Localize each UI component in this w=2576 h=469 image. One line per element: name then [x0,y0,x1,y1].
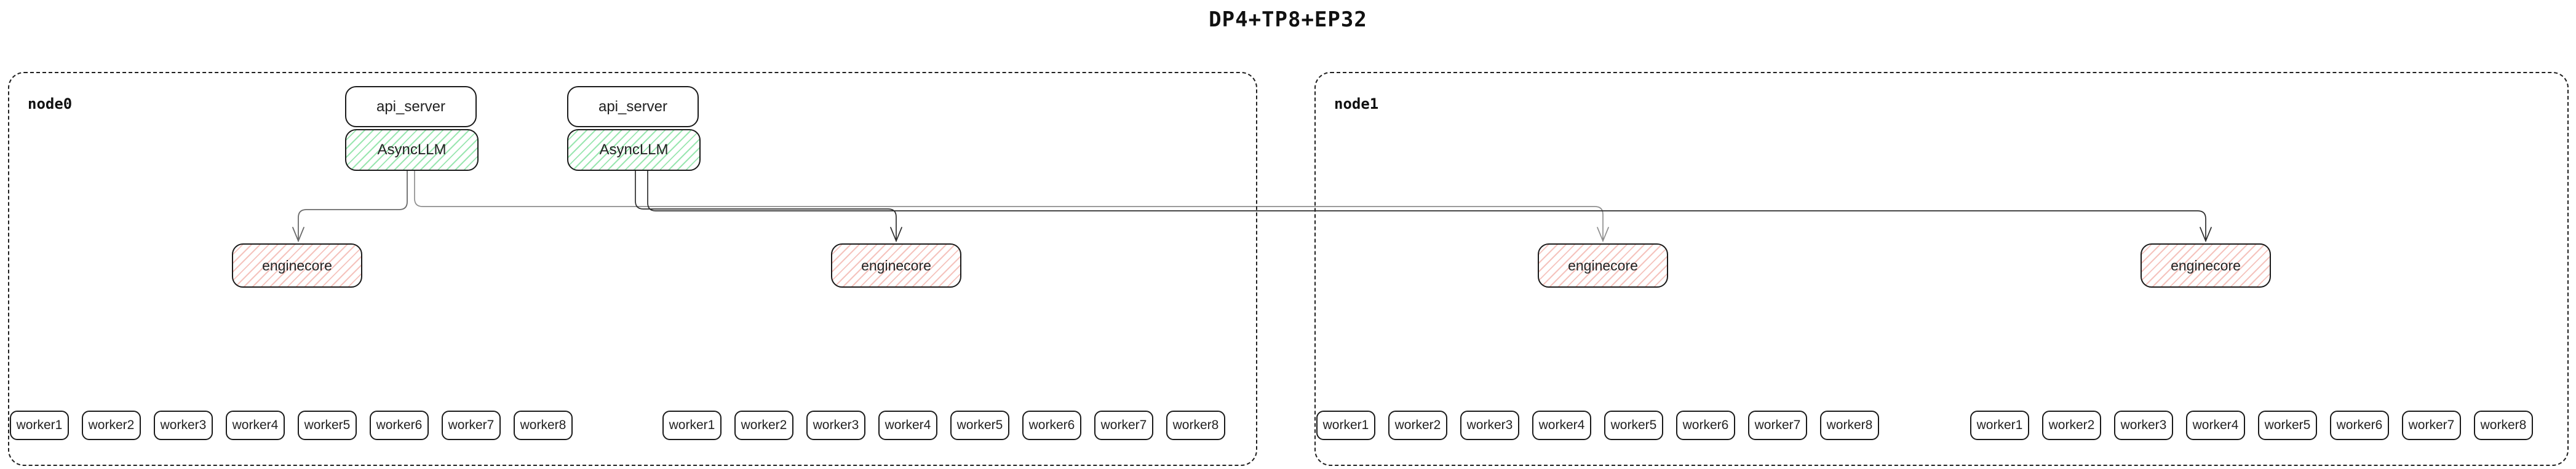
enginecore-box-3: enginecore [1538,243,1668,288]
worker-box: worker5 [1604,411,1663,440]
worker-box: worker2 [82,411,141,440]
node0-label: node0 [28,95,73,112]
worker-box: worker3 [2114,411,2173,440]
enginecore-box-2: enginecore [831,243,961,288]
worker-group-node0-b: worker1 worker2 worker3 worker4 worker5 worke… [662,411,1225,440]
edge-asyncllm2-enginecore2 [635,170,902,243]
worker-box: worker7 [1748,411,1807,440]
worker-box: worker5 [950,411,1009,440]
worker-box: worker8 [2474,411,2533,440]
node1-container: node1 [1314,72,2569,466]
worker-box: worker8 [1166,411,1225,440]
api-server-box-2: api_server [567,86,699,127]
worker-box: worker8 [1820,411,1879,440]
worker-box: worker4 [878,411,937,440]
worker-box: worker1 [662,411,722,440]
asyncllm-box-1: AsyncLLM [345,129,479,171]
edge-asyncllm2-enginecore4 [647,170,2212,243]
node0-container: node0 [8,72,1257,466]
worker-box: worker4 [226,411,285,440]
edge-asyncllm1-enginecore1 [292,170,408,243]
diagram-title: DP4+TP8+EP32 [1209,7,1367,32]
worker-box: worker1 [10,411,69,440]
worker-box: worker7 [442,411,501,440]
worker-box: worker7 [2402,411,2461,440]
api-server-box-1: api_server [345,86,477,127]
worker-box: worker5 [2258,411,2317,440]
worker-box: worker5 [298,411,357,440]
worker-group-node0-a: worker1 worker2 worker3 worker4 worker5 worke… [10,411,573,440]
worker-group-node1-a: worker1 worker2 worker3 worker4 worker5 worke… [1316,411,1879,440]
enginecore-box-1: enginecore [232,243,362,288]
asyncllm-box-2: AsyncLLM [567,129,701,171]
worker-box: worker3 [1460,411,1519,440]
worker-group-node1-b: worker1 worker2 worker3 worker4 worker5 worke… [1970,411,2533,440]
worker-box: worker7 [1094,411,1153,440]
worker-box: worker6 [1676,411,1735,440]
node1-label: node1 [1334,95,1379,112]
worker-box: worker2 [734,411,793,440]
worker-box: worker1 [1316,411,1375,440]
enginecore-box-4: enginecore [2141,243,2271,288]
worker-box: worker6 [2330,411,2389,440]
worker-box: worker2 [2042,411,2101,440]
worker-box: worker6 [370,411,429,440]
worker-box: worker3 [806,411,865,440]
worker-box: worker4 [2186,411,2245,440]
worker-box: worker4 [1532,411,1591,440]
worker-box: worker3 [154,411,213,440]
worker-box: worker1 [1970,411,2029,440]
worker-box: worker8 [514,411,573,440]
worker-box: worker6 [1022,411,1081,440]
worker-box: worker2 [1388,411,1447,440]
